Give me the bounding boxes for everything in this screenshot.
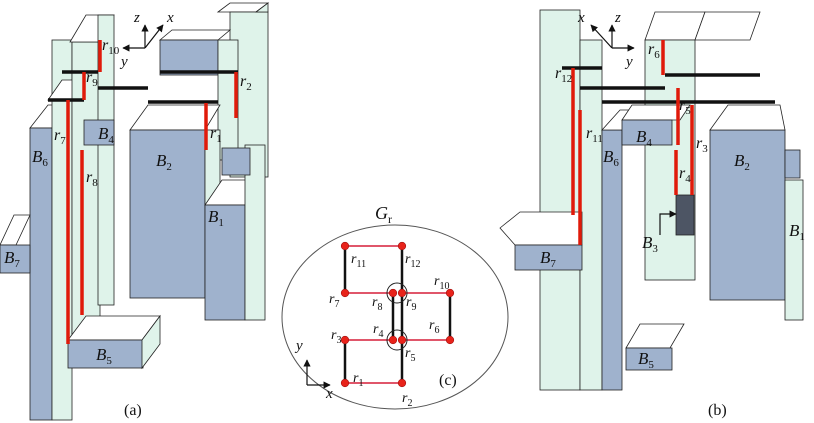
graph-label: Gr (375, 203, 392, 226)
node-r8 (388, 288, 398, 298)
node-r10 (445, 288, 455, 298)
svg-text:r3: r3 (696, 135, 708, 155)
svg-text:B4: B4 (636, 127, 652, 149)
svg-text:r1: r1 (353, 371, 363, 389)
node-r3 (340, 335, 350, 345)
block-label-b6-a: B6 (32, 147, 48, 169)
wall-b-left (539, 9, 641, 391)
node-r7 (340, 288, 350, 298)
labels-a: B1 B2 B4 B5 B6 B7 r1 r2 r7 r8 r9 r10 (a) (4, 37, 252, 419)
robots-a (66, 40, 238, 344)
svg-text:r8: r8 (372, 295, 382, 313)
node-r2 (397, 378, 407, 388)
block-label-b1-a: B1 (208, 207, 224, 229)
svg-text:r2: r2 (402, 391, 412, 409)
block-b1-a (204, 144, 266, 321)
block-label-b7-a: B7 (4, 248, 20, 270)
block-label-b4-a: B4 (98, 124, 114, 146)
node-r5 (397, 335, 407, 345)
svg-text:r12: r12 (555, 65, 572, 85)
svg-text:r5: r5 (405, 346, 415, 364)
node-r6 (445, 335, 455, 345)
graph-nodes (340, 241, 455, 388)
svg-text:B2: B2 (734, 151, 750, 173)
panel-b: x z y B1 B2 B3 B4 B5 B6 B7 r3 r4 r5 r6 r… (499, 9, 805, 419)
svg-text:r12: r12 (405, 252, 420, 270)
svg-text:r7: r7 (329, 292, 339, 310)
svg-text:r4: r4 (373, 322, 383, 340)
graph-node-labels: r1 r2 r3 r4 r5 r6 r7 r8 r9 r10 r11 r12 (329, 252, 449, 409)
axes-b: x z y (577, 10, 635, 70)
robot-label-r1-a: r1 (210, 125, 222, 145)
block-b7-a (0, 214, 31, 274)
structure-b-right (644, 11, 804, 321)
block-label-b2-a: B2 (156, 151, 172, 173)
planks-a (48, 70, 238, 104)
axis-y-b: y (624, 54, 633, 70)
labels-b: B1 B2 B3 B4 B5 B6 B7 r3 r4 r5 r6 r11 r12… (540, 41, 805, 419)
axis-y-c: y (294, 338, 303, 354)
svg-text:B1: B1 (789, 221, 805, 243)
block-label-b5-a: B5 (96, 345, 112, 367)
svg-text:r4: r4 (679, 165, 691, 185)
axis-y-a: y (119, 54, 128, 70)
robot-label-r7-a: r7 (54, 127, 66, 147)
block-b5-b (625, 323, 685, 371)
caption-a: (a) (124, 402, 142, 419)
svg-text:B5: B5 (638, 349, 654, 371)
block-b3-b (675, 194, 695, 236)
svg-text:r5: r5 (679, 97, 691, 117)
axes-a: z x y (119, 10, 174, 70)
axis-x-b: x (577, 10, 585, 26)
block-b7-b (499, 211, 583, 271)
svg-text:r9: r9 (406, 295, 416, 313)
svg-text:B3: B3 (642, 233, 658, 255)
svg-text:B6: B6 (603, 147, 619, 169)
graph-edges (343, 245, 452, 384)
robot-label-r9-a: r9 (86, 69, 98, 89)
svg-text:B7: B7 (540, 248, 556, 270)
node-r4 (388, 335, 398, 345)
node-r12 (397, 241, 407, 251)
panel-c: Gr (281, 203, 509, 410)
block-b5-a (67, 314, 161, 370)
block-b4-b (621, 104, 691, 146)
axis-z-a: z (133, 10, 140, 26)
block-b4-a (83, 119, 115, 146)
robot-label-r10-a: r10 (102, 37, 120, 57)
panel-a: z x y B1 B2 B4 B5 B6 B7 r1 r2 r7 r8 r9 r… (0, 2, 270, 421)
svg-text:r11: r11 (586, 125, 603, 145)
caption-c: (c) (439, 372, 457, 389)
b3-pointer (659, 210, 677, 235)
node-r11 (340, 241, 350, 251)
robot-label-r2-a: r2 (240, 73, 252, 93)
node-r1 (340, 378, 350, 388)
node-r9 (397, 288, 407, 298)
graph-boundary (281, 224, 509, 410)
axis-x-c: x (325, 386, 333, 402)
caption-b: (b) (708, 402, 727, 419)
planks-b (562, 66, 775, 104)
svg-text:r11: r11 (351, 252, 366, 270)
robots-b (571, 40, 694, 245)
axes-c: y x (294, 338, 333, 402)
svg-text:r3: r3 (331, 328, 341, 346)
robot-label-r8-a: r8 (86, 169, 98, 189)
axis-z-b: z (614, 10, 621, 26)
svg-text:r6: r6 (429, 318, 439, 336)
axis-x-a: x (166, 10, 174, 26)
svg-text:r10: r10 (434, 274, 449, 292)
svg-text:r6: r6 (648, 41, 660, 61)
